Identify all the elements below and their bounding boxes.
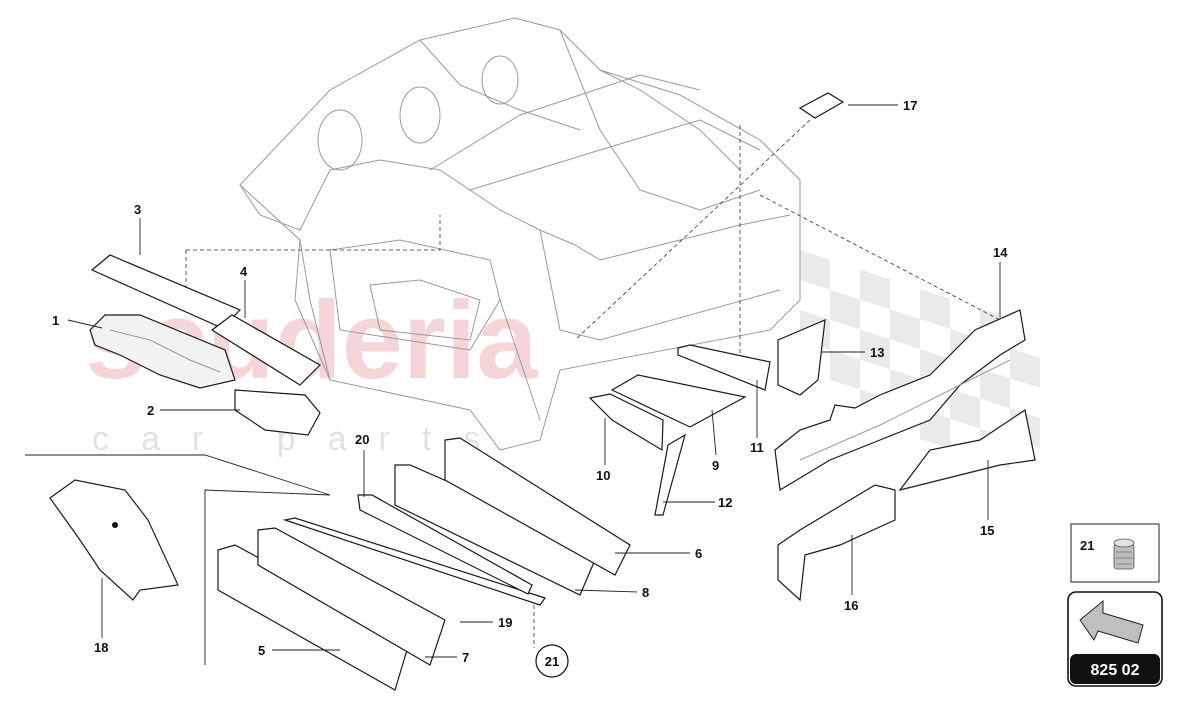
callout-20: 20 [355,432,369,447]
arrow-up-left-icon [1079,599,1144,644]
part-12-panel [654,433,686,516]
callout-6: 6 [695,546,702,561]
callout-1: 1 [52,313,59,328]
part-9-panel [610,374,747,428]
callout-7: 7 [462,650,469,665]
callout-4: 4 [240,264,248,279]
rivet-nut-icon [1113,538,1135,570]
part-15-shield [898,409,1036,491]
callout-18: 18 [94,640,108,655]
part-14-shield [774,309,1026,491]
callout-13: 13 [870,345,884,360]
callout-8: 8 [642,585,649,600]
reference-lines [185,119,1001,648]
legend-box-number: 21 [1080,538,1094,553]
circled-ref-21 [535,644,569,678]
part-16-shield [777,484,896,602]
part-17-bracket [798,92,845,119]
legend-box-21: 21 [1070,523,1160,583]
part-18-detail-frame [25,454,331,665]
part-6-trim [444,437,631,576]
callout-17: 17 [903,98,917,113]
car-body-frame [239,17,801,451]
part-8-trim [394,464,601,596]
part-4-panel [210,314,321,386]
part-7-trim [257,527,446,666]
nav-code-bar [1070,654,1160,684]
part-13-panel [777,319,826,396]
callout-11: 11 [750,440,764,455]
callout-12: 12 [718,495,732,510]
callout-14: 14 [993,245,1008,260]
circled-ref-21-label: 21 [545,654,559,669]
callout-9: 9 [712,458,719,473]
callout-19: 19 [498,615,512,630]
part-20-bracket [357,494,533,595]
callout-3: 3 [134,202,141,217]
part-19-strip [282,517,546,606]
part-1-floor-liner [89,314,236,389]
part-10-panel [588,393,664,452]
callout-16: 16 [844,598,858,613]
callout-10: 10 [596,468,610,483]
leader-lines [67,104,1001,658]
callout-5: 5 [258,643,265,658]
part-18-bracket [49,479,179,601]
part-5-trim [217,544,411,691]
nav-box[interactable]: 825 02 [1067,591,1163,687]
callout-15: 15 [980,523,994,538]
part-18-bolt-hole [112,522,118,528]
nav-code-label: 825 02 [1091,662,1140,679]
callout-2: 2 [147,403,154,418]
part-3-panel [90,254,242,329]
part-11-panel [677,344,771,391]
